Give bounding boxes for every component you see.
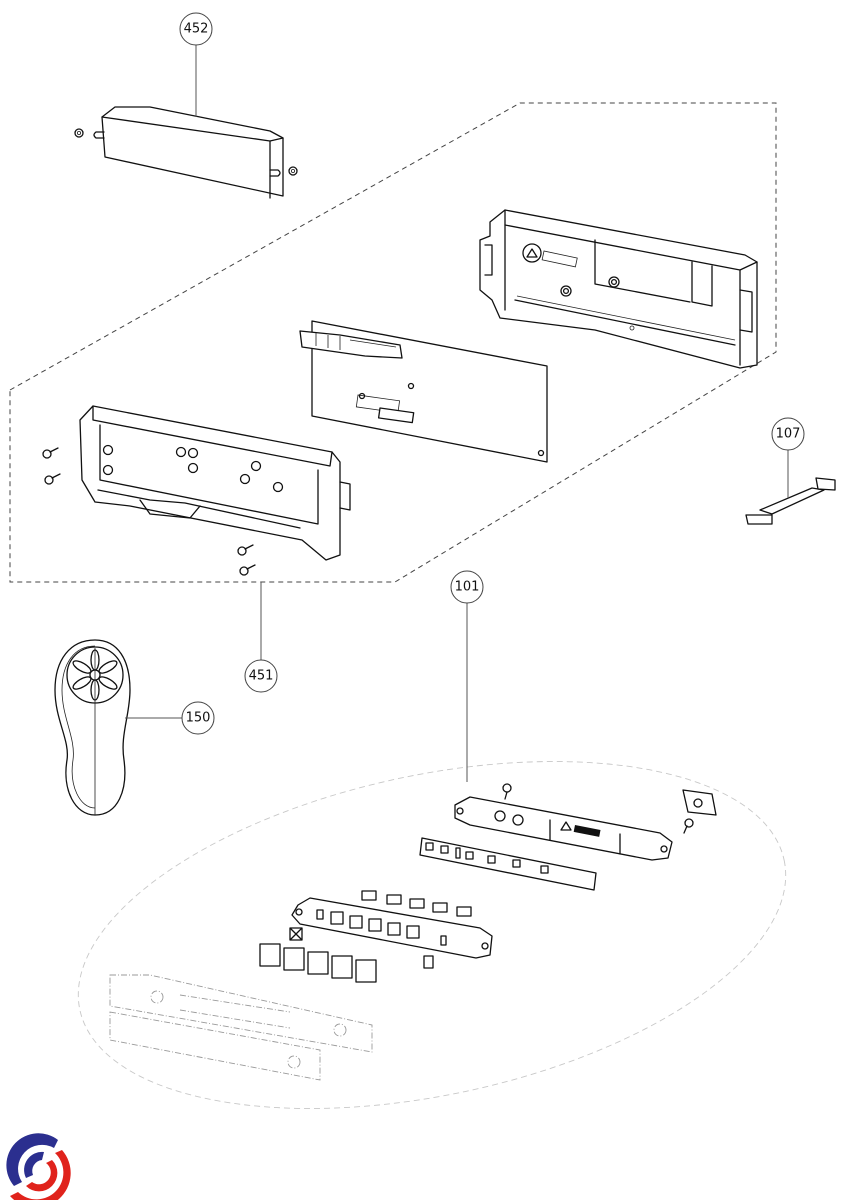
- screw-icon: [44, 473, 61, 485]
- bracket-clip: [745, 477, 836, 525]
- screw-icon: [42, 447, 59, 459]
- callout-101[interactable]: 101: [450, 570, 484, 604]
- keypad-pcb: [419, 837, 597, 891]
- button-keys: [259, 927, 434, 983]
- callout-label-101: 101: [455, 580, 480, 595]
- assembly-group-451-boundary: [9, 102, 777, 583]
- screw-icon: [683, 818, 694, 834]
- corner-clip: [682, 789, 717, 816]
- button-carriers: [361, 890, 472, 917]
- power-supply-box: [93, 106, 284, 199]
- control-pcb: [299, 320, 548, 463]
- screw-icon: [74, 128, 84, 138]
- screw-icon: [237, 544, 254, 556]
- screw-icon: [288, 166, 298, 176]
- callout-107[interactable]: 107: [771, 417, 805, 451]
- callout-451[interactable]: 451: [244, 659, 278, 693]
- callout-150[interactable]: 150: [181, 701, 215, 735]
- brand-logo: [6, 1133, 71, 1200]
- keypad-frame: [291, 897, 493, 959]
- callout-label-451: 451: [249, 669, 274, 684]
- assembly-group-101-boundary: [77, 761, 787, 1109]
- screw-icon: [239, 564, 256, 576]
- front-housing: [79, 405, 351, 561]
- rear-housing-cover: [479, 209, 758, 369]
- front-panel-frame: [454, 796, 673, 861]
- callout-label-150: 150: [186, 711, 211, 726]
- callout-452[interactable]: 452: [179, 12, 213, 46]
- callout-label-452: 452: [184, 22, 209, 37]
- screw-icon: [502, 783, 512, 800]
- remote-control: [54, 639, 131, 816]
- callout-label-107: 107: [776, 427, 801, 442]
- front-fascia-ghost: [109, 974, 373, 1081]
